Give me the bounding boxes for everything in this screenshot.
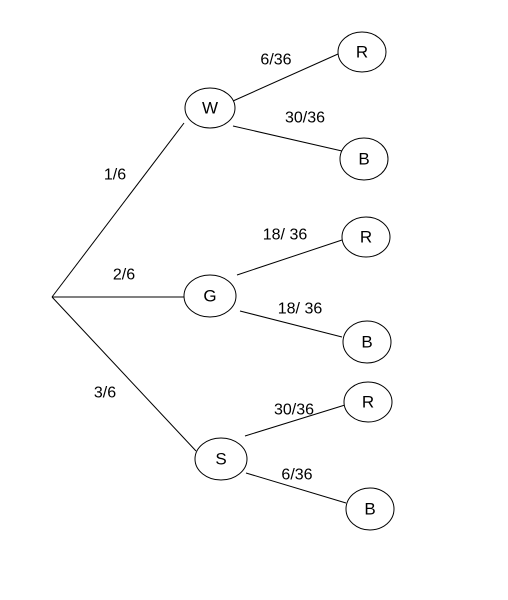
prob-label-g-b: 18/ 36 (278, 301, 323, 318)
edge-w-r (232, 53, 339, 102)
prob-label-s: 3/6 (94, 385, 116, 402)
node-w-label: W (202, 99, 218, 118)
node-s-r-label: R (362, 393, 374, 412)
node-g-r-label: R (360, 228, 372, 247)
edge-root-w (51, 122, 185, 298)
node-s-b-label: B (364, 500, 375, 519)
edge-s-r (244, 404, 346, 437)
prob-label-s-r: 30/36 (274, 402, 314, 419)
edge-root-s (51, 296, 197, 452)
prob-label-s-b: 6/36 (281, 467, 312, 484)
prob-label-w: 1/6 (104, 167, 126, 184)
node-g-r: R (341, 216, 391, 258)
prob-label-w-r: 6/36 (260, 52, 291, 69)
node-s-r: R (343, 381, 393, 423)
edge-g-r (236, 239, 343, 276)
node-w-b-label: B (358, 150, 369, 169)
node-w-r-label: R (356, 43, 368, 62)
prob-label-w-b: 30/36 (285, 110, 325, 127)
node-w-b: B (339, 137, 389, 181)
node-g-b: B (342, 320, 392, 364)
edge-g-b (239, 310, 343, 338)
prob-label-g-r: 18/ 36 (263, 227, 308, 244)
node-s-b: B (345, 487, 395, 531)
node-g-b-label: B (361, 333, 372, 352)
node-g: G (183, 274, 237, 318)
node-w: W (184, 87, 236, 129)
prob-label-g: 2/6 (113, 267, 135, 284)
node-s: S (194, 437, 248, 481)
node-s-label: S (215, 450, 226, 469)
node-g-label: G (203, 287, 216, 306)
edge-w-b (232, 125, 343, 152)
edge-s-b (245, 472, 347, 504)
node-w-r: R (337, 31, 387, 73)
